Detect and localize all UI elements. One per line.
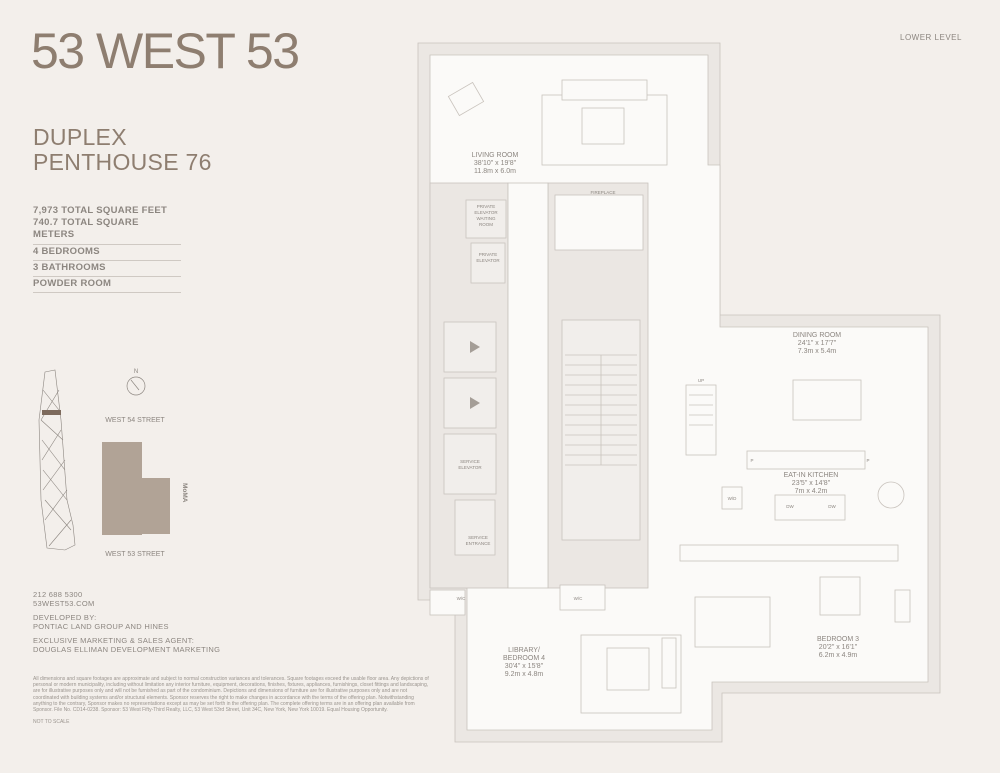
library-rug xyxy=(580,634,682,714)
phone[interactable]: 212 688 5300 xyxy=(33,590,83,599)
wic-label-1: W/C xyxy=(457,596,466,601)
kitchen-counter xyxy=(746,450,866,470)
compass-icon xyxy=(126,376,146,396)
legal-disclaimer: All dimensions and square footages are a… xyxy=(33,676,433,725)
brand-title: 53 WEST 53 xyxy=(31,23,300,79)
stat-sqm: 740.7 TOTAL SQUARE METERS xyxy=(33,217,139,240)
kitchen-island xyxy=(774,494,846,521)
service-entrance-label-1: SERVICE xyxy=(468,535,488,540)
private-elevator xyxy=(470,242,506,284)
service-entrance-label-2: ENTRANCE xyxy=(466,541,491,546)
wd-label: W/D xyxy=(728,496,737,501)
living-sofa xyxy=(561,79,648,101)
pantry-label-1: P xyxy=(750,458,753,463)
living-room-metric: 11.8m x 6.0m xyxy=(474,168,516,175)
service-elevator xyxy=(443,433,497,495)
kitchen-name: EAT-IN KITCHEN xyxy=(784,472,839,479)
wd-closet xyxy=(721,486,743,510)
agent-label: EXCLUSIVE MARKETING & SALES AGENT: xyxy=(33,636,195,645)
kitchen-counter-south xyxy=(679,544,899,562)
private-elevator-label-2: ELEVATOR xyxy=(476,258,500,263)
bathroom-bedroom3 xyxy=(694,596,771,648)
dining-table xyxy=(792,379,862,421)
desk xyxy=(894,589,911,623)
site-map: N WEST 54 STREET MoMA WEST 53 STREET xyxy=(38,369,188,558)
private-elevator-label-1: PRIVATE xyxy=(479,252,498,257)
bedroom3-imperial: 20'2" x 16'1" xyxy=(819,644,858,651)
library-sofa xyxy=(661,637,677,689)
website-link[interactable]: 53WEST53.COM xyxy=(33,599,95,608)
unit-name: DUPLEX PENTHOUSE 76 xyxy=(33,125,212,175)
waiting-label-2: ELEVATOR xyxy=(474,210,498,215)
bed xyxy=(819,576,861,616)
dw-label-1: DW xyxy=(786,504,794,509)
elevator-arrow-icons xyxy=(470,341,480,409)
powder-room xyxy=(554,194,644,251)
living-room-name: LIVING ROOM xyxy=(472,152,519,159)
waiting-label-1: PRIVATE xyxy=(477,204,496,209)
developed-by-label: DEVELOPED BY: xyxy=(33,613,97,622)
stat-bedrooms: 4 BEDROOMS xyxy=(33,245,181,261)
street-south: WEST 53 STREET xyxy=(105,551,165,558)
stair-treads xyxy=(565,354,713,466)
stair-hall xyxy=(507,182,549,589)
street-north: WEST 54 STREET xyxy=(105,417,165,424)
wic-1 xyxy=(429,589,466,616)
not-to-scale: NOT TO SCALE xyxy=(33,719,70,726)
building-footprint xyxy=(102,442,170,535)
bedroom3-metric: 6.2m x 4.9m xyxy=(819,652,858,659)
stat-sqft: 7,973 TOTAL SQUARE FEET xyxy=(33,205,168,216)
private-elevator-waiting xyxy=(465,199,507,239)
dw-label-2: DW xyxy=(828,504,836,509)
library-imperial: 30'4" x 15'8" xyxy=(505,663,544,670)
pantry-label-2: P xyxy=(866,458,869,463)
wic-label-2: W/C xyxy=(574,596,583,601)
north-label: N xyxy=(134,369,138,375)
dining-room-name: DINING ROOM xyxy=(793,332,841,339)
bedroom3-name: BEDROOM 3 xyxy=(817,636,859,643)
library-metric: 9.2m x 4.8m xyxy=(505,671,544,678)
unit-type: DUPLEX xyxy=(33,124,127,150)
service-entrance xyxy=(454,499,496,556)
service-elevator-label-2: ELEVATOR xyxy=(458,465,482,470)
tower-elevation-icon xyxy=(38,369,76,551)
fireplace-label: FIREPLACE xyxy=(590,190,615,195)
living-table xyxy=(581,107,625,145)
unit-number: PENTHOUSE 76 xyxy=(33,149,212,175)
dining-room-imperial: 24'1" x 17'7" xyxy=(798,340,837,347)
stair-up-label: UP xyxy=(698,378,704,383)
living-room-imperial: 38'10" x 19'8" xyxy=(474,160,517,167)
piano xyxy=(447,81,485,117)
kitchen-imperial: 23'5" x 14'8" xyxy=(792,480,831,487)
round-table xyxy=(877,481,905,509)
service-elevator-label-1: SERVICE xyxy=(460,459,480,464)
library-table xyxy=(606,647,650,691)
stat-bathrooms: 3 BATHROOMS xyxy=(33,261,181,277)
waiting-label-3: WAITING xyxy=(476,216,496,221)
unit-stats: 7,973 TOTAL SQUARE FEET 740.7 TOTAL SQUA… xyxy=(33,203,181,293)
level-label: LOWER LEVEL xyxy=(900,33,962,42)
disclaimer-text: All dimensions and square footages are a… xyxy=(33,676,429,714)
contact-block: 212 688 5300 53WEST53.COM DEVELOPED BY: … xyxy=(33,590,220,654)
kitchen-metric: 7m x 4.2m xyxy=(795,488,828,495)
agent: DOUGLAS ELLIMAN DEVELOPMENT MARKETING xyxy=(33,645,221,654)
waiting-label-4: ROOM xyxy=(479,222,493,227)
stat-area: 7,973 TOTAL SQUARE FEET 740.7 TOTAL SQUA… xyxy=(33,203,181,245)
neighbor-label: MoMA xyxy=(181,483,188,503)
stair-to-upper xyxy=(685,384,717,456)
library-name-1: LIBRARY/ xyxy=(508,647,540,654)
stat-powder-room: POWDER ROOM xyxy=(33,277,181,293)
dining-room-metric: 7.3m x 5.4m xyxy=(798,348,837,355)
wic-2 xyxy=(559,584,606,611)
developer: PONTIAC LAND GROUP AND HINES xyxy=(33,622,169,631)
library-name-2: BEDROOM 4 xyxy=(503,655,545,662)
